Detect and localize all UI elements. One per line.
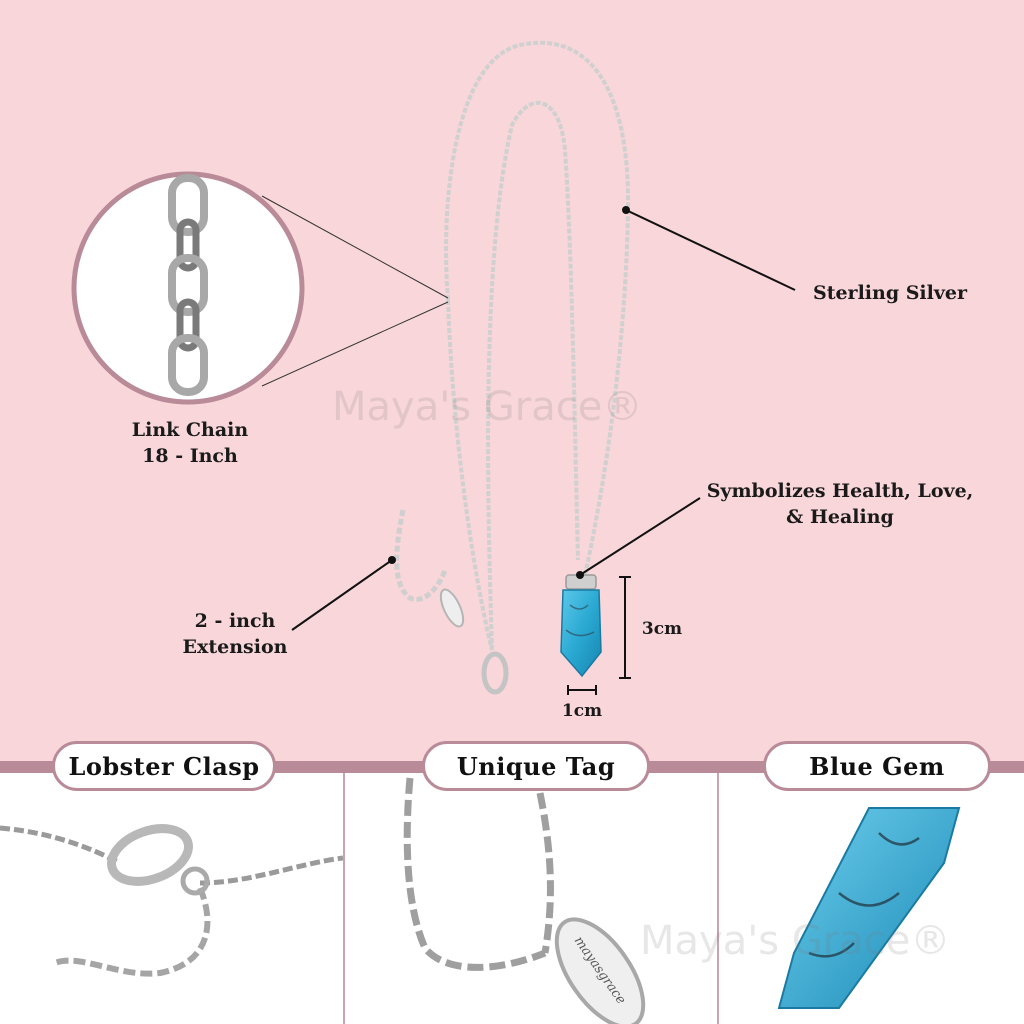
extension-tag [439,588,465,628]
necklace-illustration [71,40,796,695]
gem-pendant [560,589,602,678]
symbolizes-leader [579,497,701,576]
extension-label: 2 - inch Extension [182,610,288,658]
sterling-silver-label: Sterling Silver [812,282,968,304]
extension-chain [394,509,448,602]
panel-divider-1 [343,773,345,1024]
feature-pill-blue-gem: Blue Gem [763,741,991,791]
unique-tag-photo [403,777,646,1024]
panel-unique-tag: mayasgrace [345,773,717,1024]
width-dimension-label: 1cm [561,701,603,721]
feature-pill-lobster-clasp: Lobster Clasp [52,741,276,791]
zoom-line-bottom [261,301,449,387]
zoom-line-top [261,195,449,299]
extension-leader [291,559,393,631]
panel-lobster-clasp [0,773,343,1024]
link-chain-label: Link Chain 18 - Inch [131,419,249,467]
height-dimension-label: 3cm [641,619,683,639]
watermark-top: Maya's Grace® [332,384,643,430]
symbolizes-label: Symbolizes Health, Love, & Healing [706,480,974,528]
chain-outer [444,40,631,576]
gem-veins [565,604,595,637]
panel-blue-gem [719,773,1024,1024]
chain-left-side [446,299,494,651]
lobster-clasp-small [481,651,509,695]
panel-divider-2 [717,773,719,1024]
feature-pill-unique-tag: Unique Tag [422,741,650,791]
sterling-silver-leader [625,209,796,291]
magnified-chain-links [168,174,208,396]
lobster-clasp-photo [0,824,343,977]
link-chain-magnifier [71,171,305,405]
chain-inner [486,100,580,651]
watermark-bottom: Maya's Grace® [640,918,951,964]
blue-gem-photo [777,807,961,1009]
